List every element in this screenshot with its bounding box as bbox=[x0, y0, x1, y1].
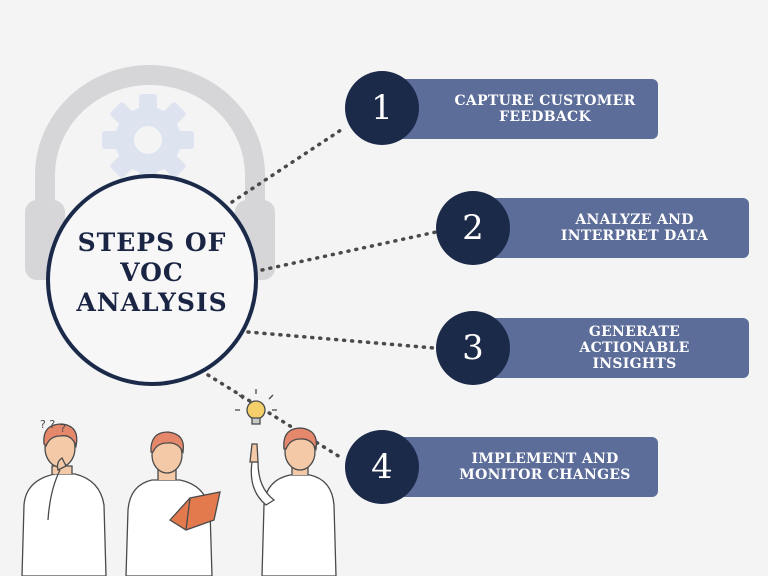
center-title-line: VOC bbox=[120, 258, 184, 287]
step-3-number: 3 bbox=[436, 311, 510, 385]
step-1-label-line: FEEDBACK bbox=[499, 109, 591, 125]
connector-4 bbox=[206, 373, 342, 459]
idea-person-icon bbox=[249, 427, 337, 576]
thinking-person-icon: ? ? ? bbox=[21, 418, 107, 576]
center-circle bbox=[46, 174, 258, 386]
connectors bbox=[206, 126, 438, 459]
reading-person-icon bbox=[125, 431, 221, 576]
step-4-label-line: IMPLEMENT AND bbox=[471, 451, 619, 467]
step-4-bar: IMPLEMENT AND MONITOR CHANGES bbox=[390, 437, 658, 497]
step-2-label-line: INTERPRET DATA bbox=[560, 228, 709, 244]
connector-3 bbox=[246, 330, 436, 350]
connector-1 bbox=[230, 126, 346, 204]
step-1-label: CAPTURE CUSTOMER FEEDBACK bbox=[454, 93, 635, 125]
step-3-label-line: INSIGHTS bbox=[592, 356, 677, 372]
step-2-number: 2 bbox=[436, 191, 510, 265]
lightbulb-icon bbox=[235, 389, 277, 425]
step-2-label-line: ANALYZE AND bbox=[575, 212, 694, 228]
step-3-bar: GENERATE ACTIONABLE INSIGHTS bbox=[480, 318, 749, 378]
step-2-bar: ANALYZE AND INTERPRET DATA bbox=[480, 198, 749, 258]
step-4-label-line: MONITOR CHANGES bbox=[459, 467, 631, 483]
step-1-label-line: CAPTURE CUSTOMER bbox=[454, 93, 636, 109]
step-3-label-line: ACTIONABLE bbox=[579, 340, 690, 356]
svg-text:? ?: ? ? bbox=[40, 418, 55, 431]
center-title-line: STEPS OF bbox=[77, 228, 227, 257]
gear-watermark-icon bbox=[102, 94, 194, 186]
connector-2 bbox=[260, 230, 438, 272]
center-title-line: ANALYSIS bbox=[76, 288, 228, 317]
step-1-number: 1 bbox=[345, 71, 419, 145]
step-1-bar: CAPTURE CUSTOMER FEEDBACK bbox=[390, 79, 658, 139]
step-4-label: IMPLEMENT AND MONITOR CHANGES bbox=[459, 451, 630, 483]
step-3-label-line: GENERATE bbox=[588, 324, 681, 340]
svg-text:?: ? bbox=[60, 422, 66, 435]
step-4-number: 4 bbox=[345, 430, 419, 504]
step-3-label: GENERATE ACTIONABLE INSIGHTS bbox=[579, 324, 689, 372]
center-title: STEPS OF VOC ANALYSIS bbox=[62, 228, 242, 318]
step-2-label: ANALYZE AND INTERPRET DATA bbox=[561, 212, 708, 244]
